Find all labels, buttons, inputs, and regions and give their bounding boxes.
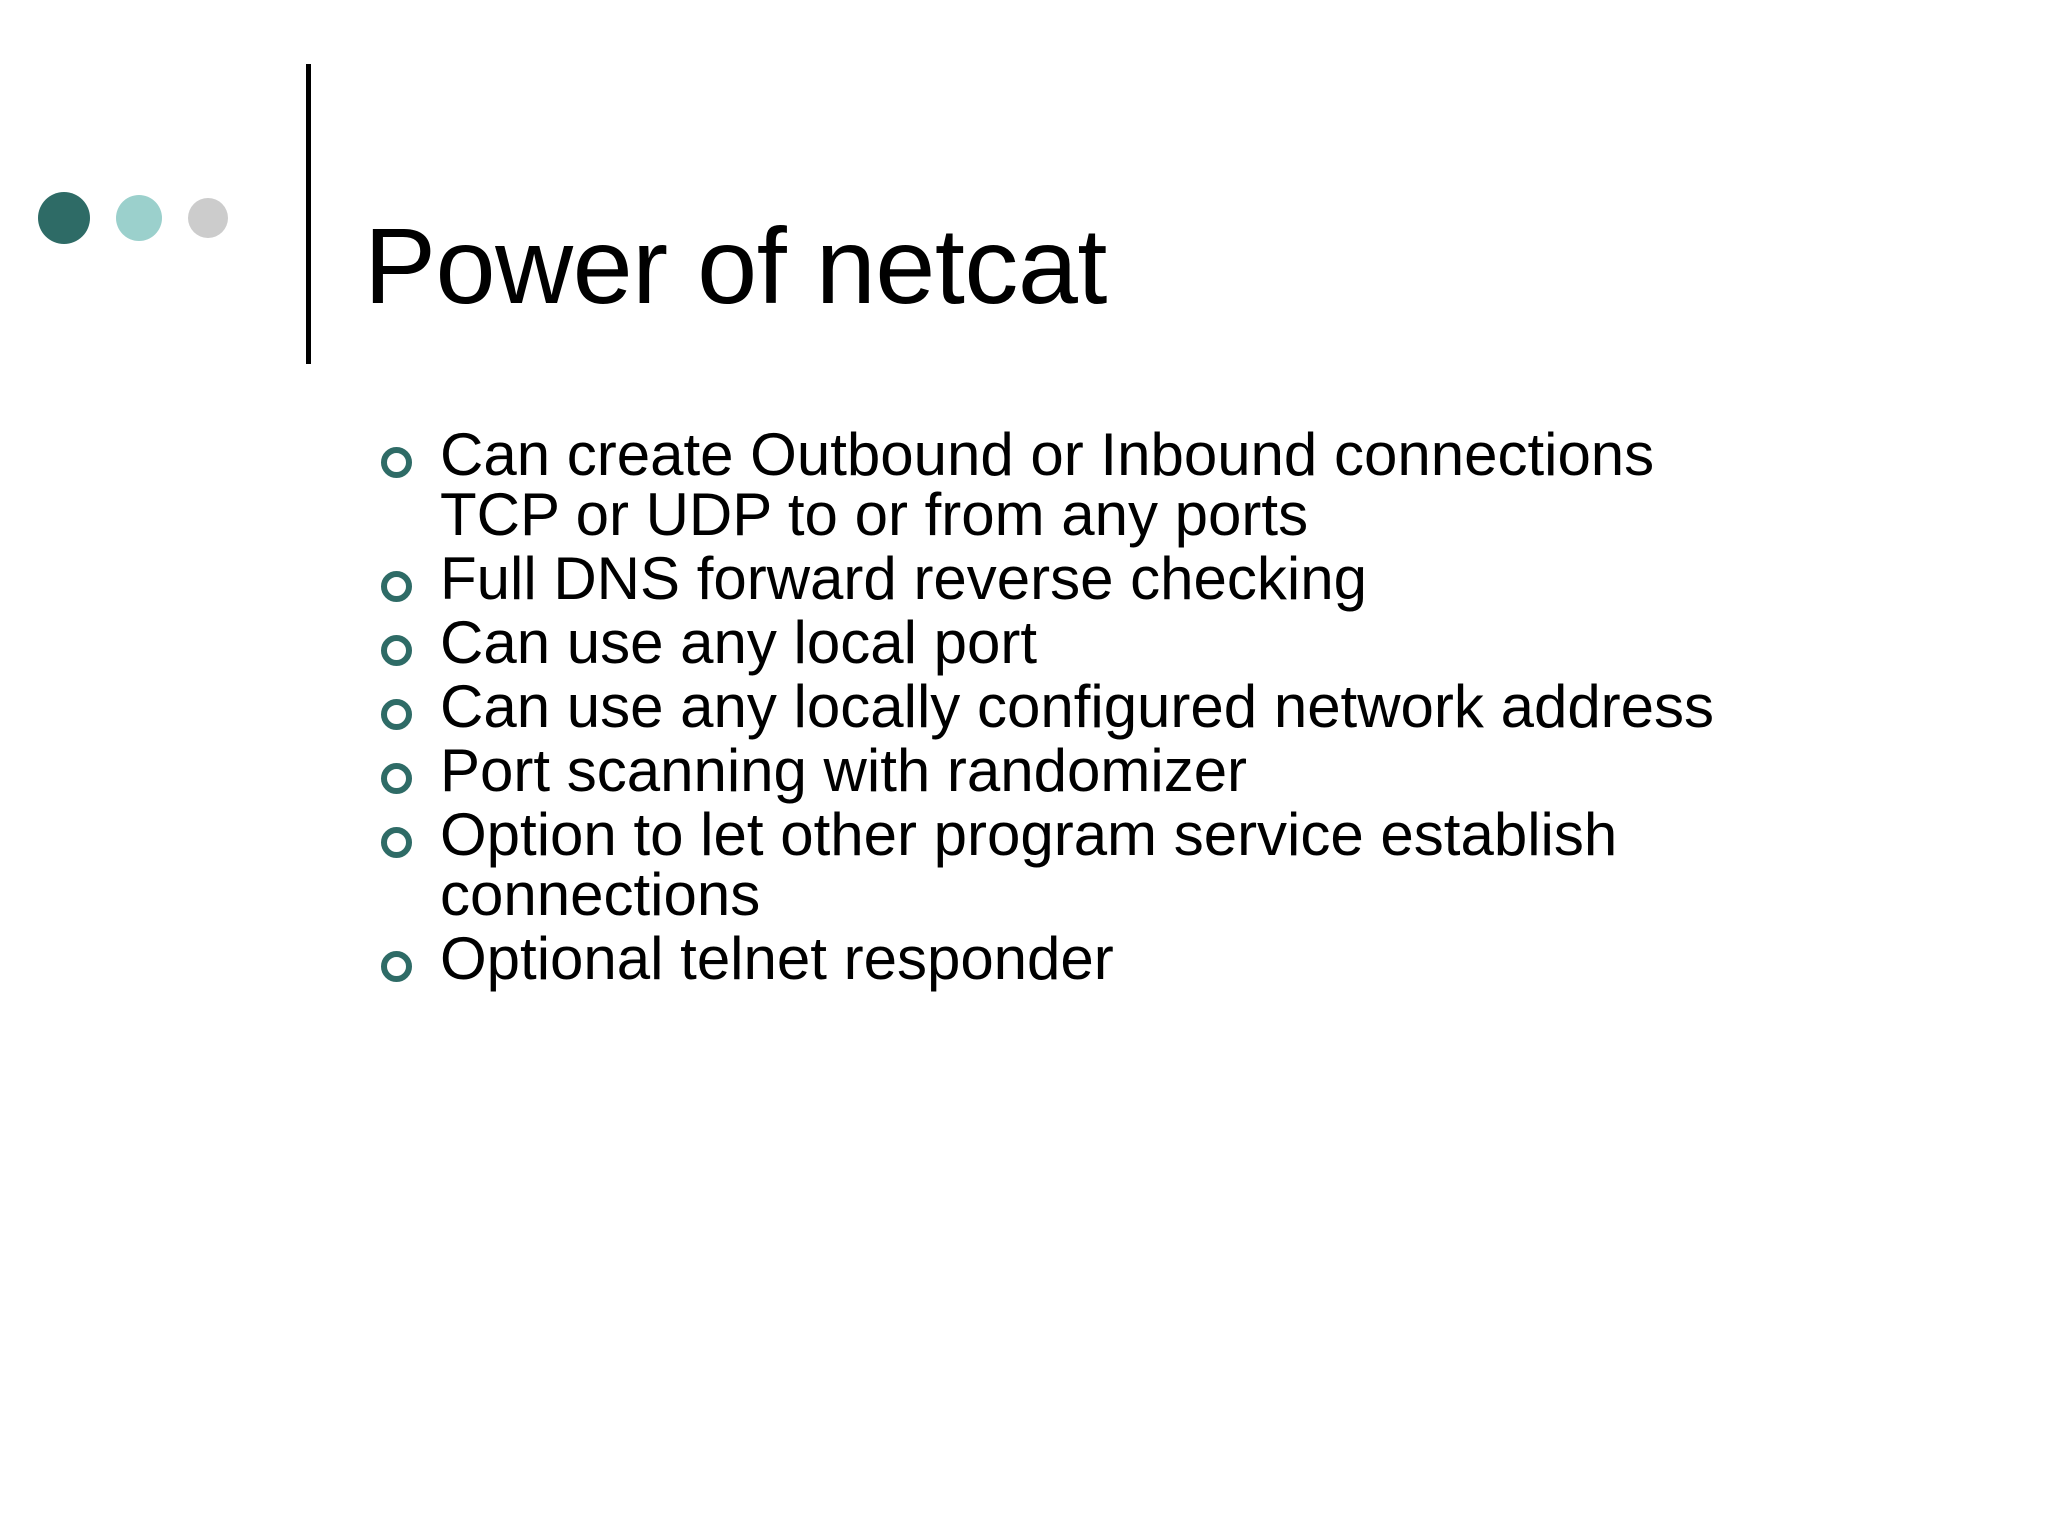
bullet-ring-icon: [381, 699, 412, 730]
bullet-list: Can create Outbound or Inbound connectio…: [368, 425, 1788, 993]
list-item: Option to let other program service esta…: [368, 805, 1788, 925]
bullet-ring-icon: [381, 447, 412, 478]
list-item-label: Option to let other program service esta…: [440, 801, 1618, 928]
bullet-ring-icon: [381, 763, 412, 794]
list-item-label: Can create Outbound or Inbound connectio…: [440, 421, 1655, 548]
list-item: Full DNS forward reverse checking: [368, 549, 1788, 609]
slide-title: Power of netcat: [364, 205, 1107, 327]
list-item-label: Optional telnet responder: [440, 925, 1114, 992]
list-item: Optional telnet responder: [368, 929, 1788, 989]
list-item: Can use any local port: [368, 613, 1788, 673]
list-item: Port scanning with randomizer: [368, 741, 1788, 801]
circle-gray-icon: [188, 198, 228, 238]
decorative-dots-group: [38, 192, 228, 244]
title-divider-rule: [306, 64, 311, 364]
list-item-label: Can use any local port: [440, 609, 1038, 676]
bullet-ring-icon: [381, 635, 412, 666]
circle-light-teal-icon: [116, 195, 162, 241]
list-item-label: Full DNS forward reverse checking: [440, 545, 1367, 612]
bullet-ring-icon: [381, 571, 412, 602]
bullet-ring-icon: [381, 951, 412, 982]
bullet-ring-icon: [381, 827, 412, 858]
list-item-label: Can use any locally configured network a…: [440, 673, 1715, 740]
list-item: Can create Outbound or Inbound connectio…: [368, 425, 1788, 545]
circle-dark-teal-icon: [38, 192, 90, 244]
list-item: Can use any locally configured network a…: [368, 677, 1788, 737]
list-item-label: Port scanning with randomizer: [440, 737, 1248, 804]
